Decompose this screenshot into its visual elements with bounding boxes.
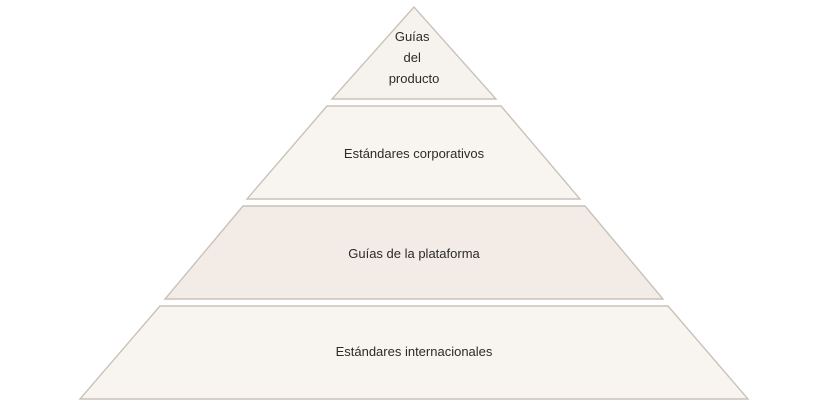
pyramid-tier-product-guides: Guías del producto [330, 5, 498, 100]
pyramid-tier-platform-guides: Guías de la plataforma [163, 205, 665, 300]
tier-label-line: Guías [395, 29, 430, 44]
tier-label-international-standards: Estándares internacionales [336, 344, 493, 359]
tier-label-line: producto [389, 71, 440, 86]
tier-shape-platform-guides [163, 205, 665, 300]
tier-label-line: Guías de la plataforma [348, 246, 480, 261]
tier-shape-product-guides [330, 5, 498, 100]
pyramid-tier-international-standards: Estándares internacionales [78, 305, 750, 400]
tier-label-platform-guides: Guías de la plataforma [348, 246, 480, 261]
tier-label-line: del [404, 50, 421, 65]
tier-label-corporate-standards: Estándares corporativos [344, 146, 485, 161]
tier-label-line: Estándares internacionales [336, 344, 493, 359]
tier-shape-corporate-standards [245, 105, 582, 200]
tier-label-line: Estándares corporativos [344, 146, 485, 161]
tier-label-product-guides: Guías del producto [389, 29, 440, 86]
tier-shape-international-standards [78, 305, 750, 400]
pyramid-tier-corporate-standards: Estándares corporativos [245, 105, 582, 200]
